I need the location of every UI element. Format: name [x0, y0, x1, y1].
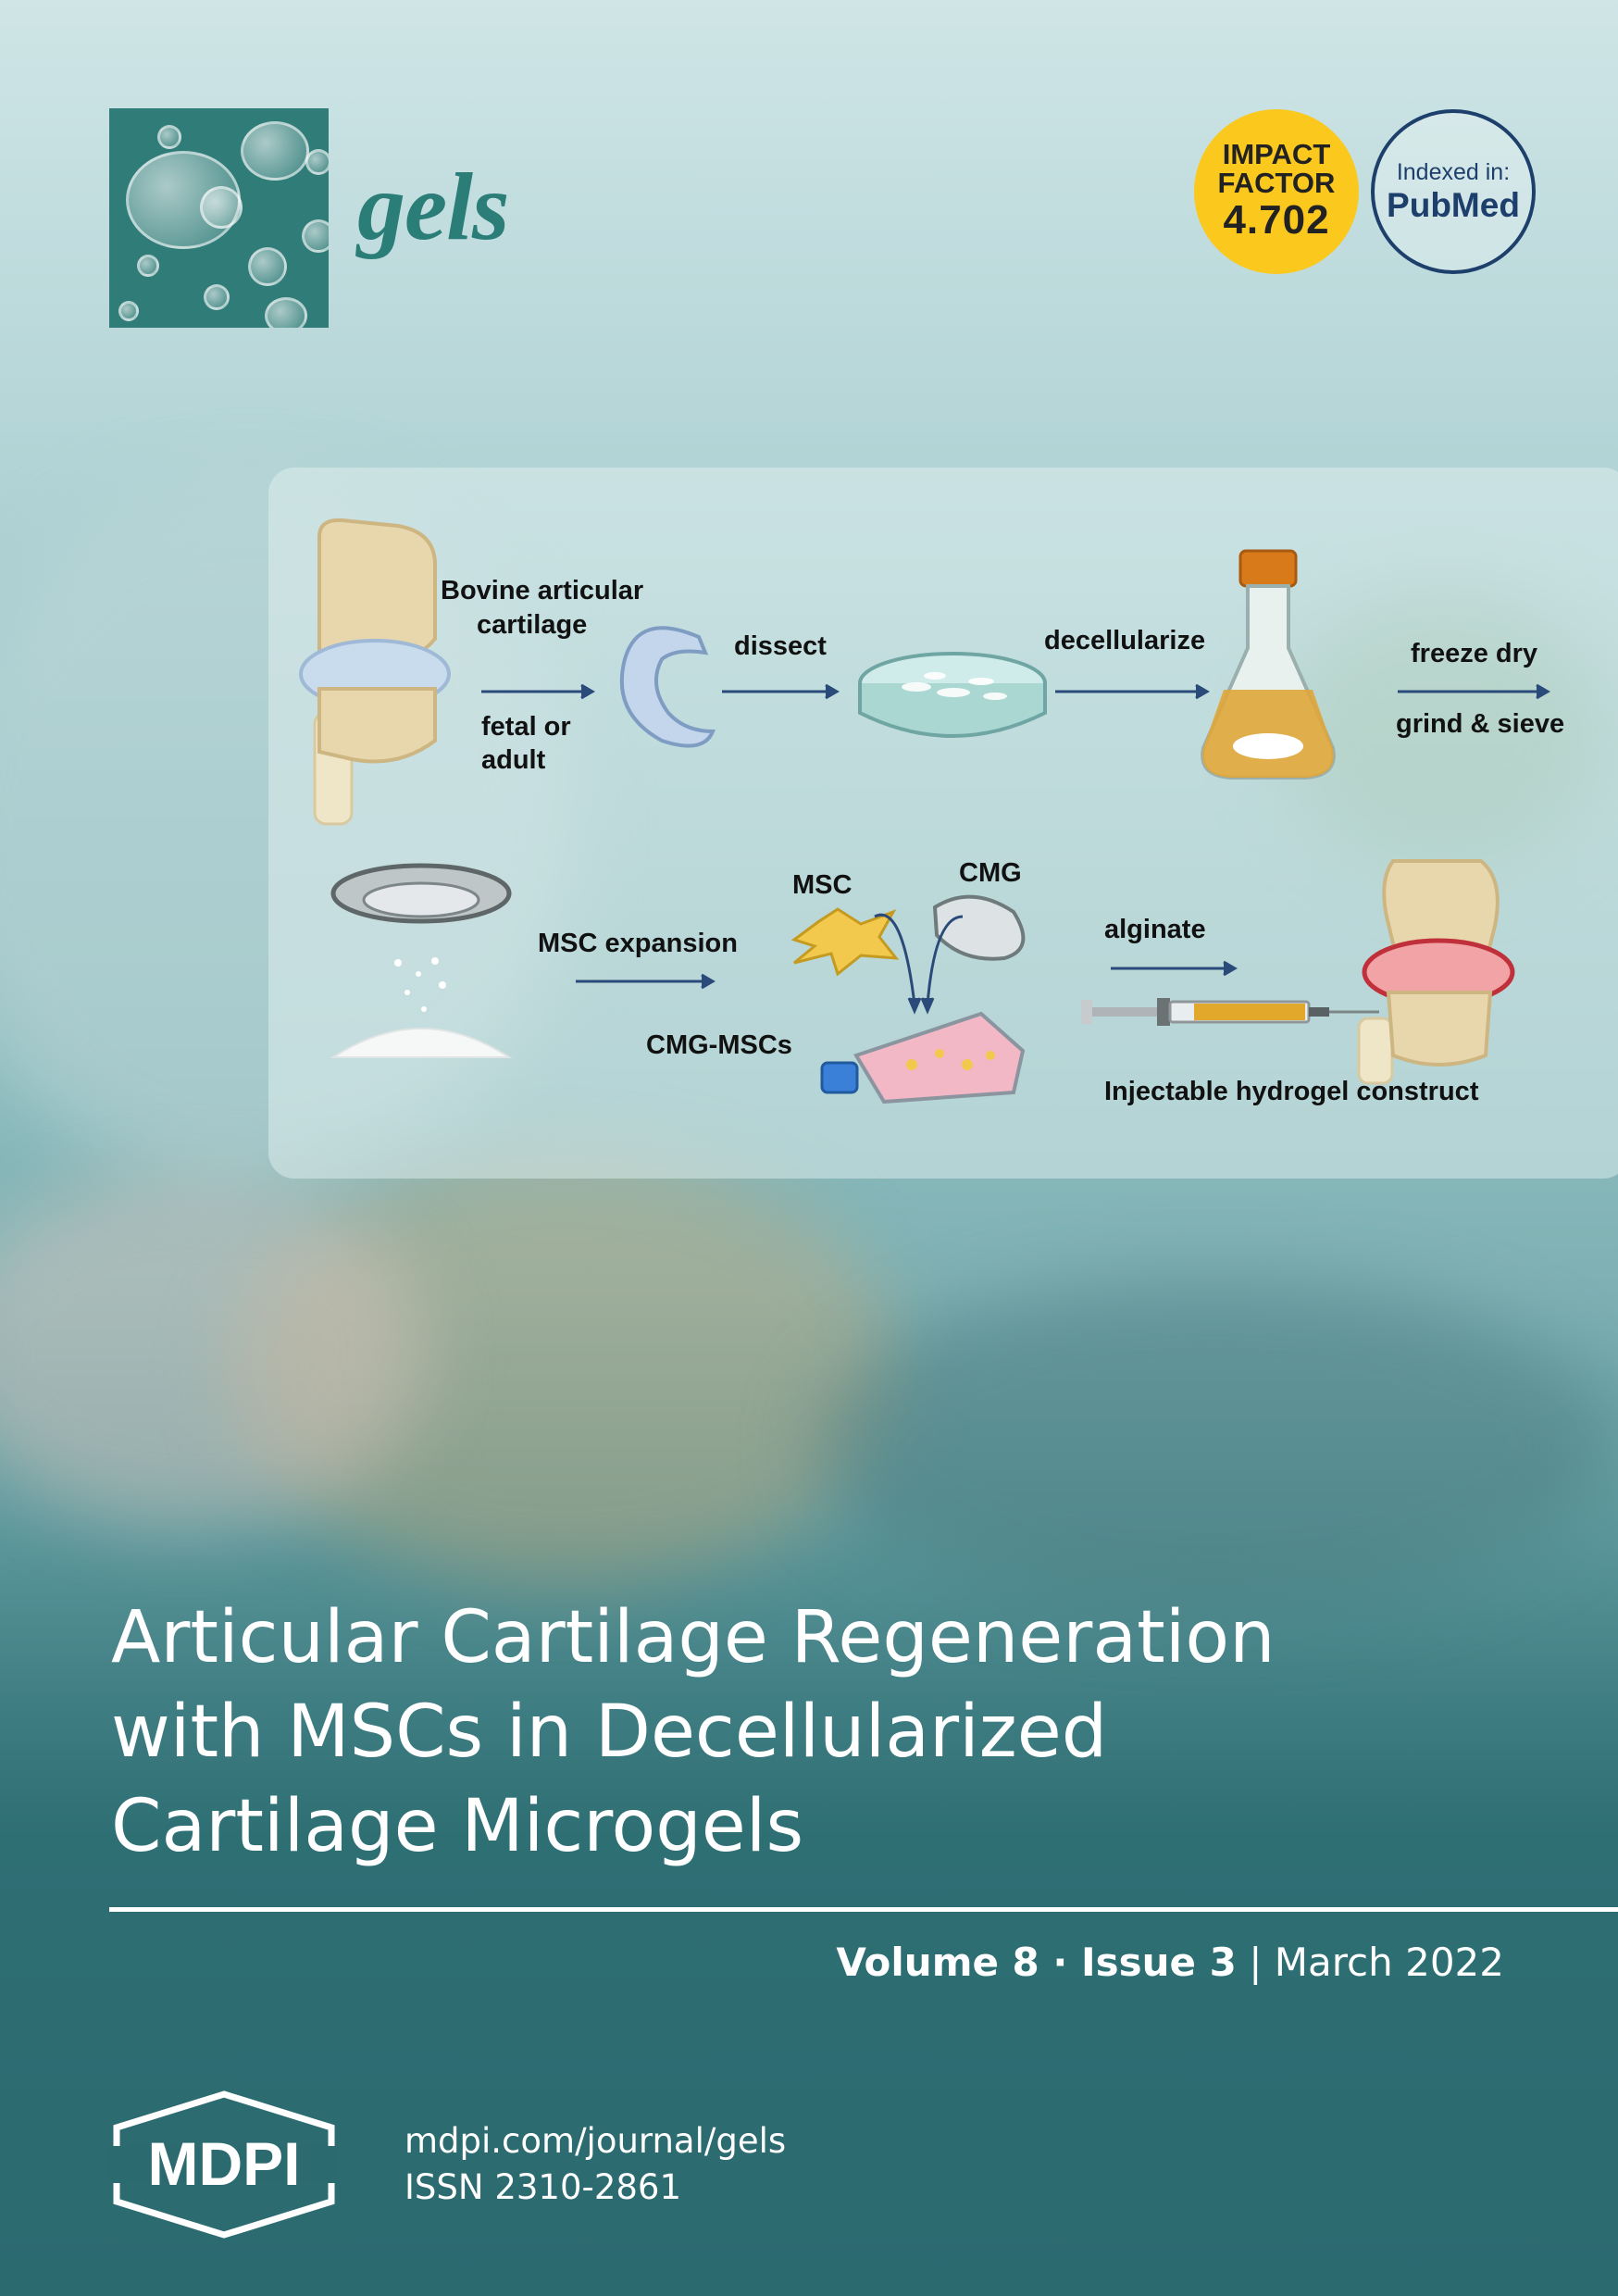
photo-blur-leg: [815, 1278, 1611, 1611]
process-arrows: [481, 683, 1550, 1015]
article-title-line3: Cartilage Microgels: [111, 1785, 804, 1868]
meniscus-icon: [619, 626, 716, 748]
label-source-line1: Bovine articular: [441, 576, 644, 605]
cmg-particle-icon: [932, 894, 1026, 961]
label-dissect: dissect: [734, 631, 827, 661]
msc-cell-icon: [790, 907, 900, 977]
article-title-line2: with MSCs in Decellularized: [111, 1691, 1108, 1774]
label-age-line1: fetal or: [481, 712, 571, 742]
flask-icon: [1201, 549, 1336, 780]
issue-volume: Volume 8: [836, 1940, 1039, 1985]
impact-factor-value: 4.702: [1223, 197, 1330, 243]
journal-logo-square: [109, 108, 329, 328]
label-msc-expansion: MSC expansion: [538, 929, 738, 958]
label-cmg-mscs: CMG-MSCs: [646, 1030, 792, 1060]
syringe-icon: [1081, 998, 1379, 1026]
journal-url[interactable]: mdpi.com/journal/gels: [404, 2121, 787, 2161]
journal-name: gels: [357, 154, 510, 260]
label-decellularize: decellularize: [1044, 626, 1206, 655]
title-divider: [109, 1907, 1618, 1912]
label-age-line2: adult: [481, 745, 546, 775]
mdpi-logo-text: MDPI: [148, 2129, 301, 2198]
label-freeze-dry: freeze dry: [1411, 639, 1538, 668]
issue-divider: |: [1236, 1940, 1275, 1985]
sieve-icon: [330, 863, 513, 1058]
photo-blur-hand: [0, 1176, 426, 1528]
label-grind-sieve: grind & sieve: [1396, 709, 1565, 739]
knee-joint-icon: [299, 518, 451, 826]
impact-factor-badge: IMPACT FACTOR 4.702: [1194, 109, 1359, 274]
impact-factor-line1: IMPACT: [1222, 138, 1331, 170]
article-title-line1: Articular Cartilage Regeneration: [111, 1596, 1276, 1679]
label-msc: MSC: [792, 870, 853, 900]
culture-flask-icon: [820, 1011, 1026, 1104]
pubmed-label: PubMed: [1387, 185, 1520, 224]
mdpi-logo: MDPI: [109, 2090, 339, 2239]
issue-date: March 2022: [1274, 1940, 1504, 1985]
issue-number: Issue 3: [1081, 1940, 1237, 1985]
article-title: Articular Cartilage Regeneration with MS…: [111, 1591, 1500, 1874]
label-cmg: CMG: [959, 858, 1022, 888]
label-injectable-hydrogel: Injectable hydrogel construct: [1104, 1077, 1479, 1106]
journal-issn: ISSN 2310-2861: [404, 2167, 681, 2207]
label-alginate: alginate: [1104, 915, 1206, 944]
pubmed-badge: Indexed in: PubMed: [1371, 109, 1536, 274]
label-source-line2: cartilage: [477, 610, 588, 640]
issue-info: Volume 8 · Issue 3 | March 2022: [836, 1940, 1504, 1985]
issue-separator: ·: [1039, 1940, 1081, 1985]
photo-blur-knee: [231, 1157, 898, 1583]
impact-factor-line2: FACTOR: [1217, 167, 1336, 199]
publisher-info: mdpi.com/journal/gels ISSN 2310-2861: [404, 2118, 786, 2211]
inflamed-knee-icon: [1357, 859, 1515, 1085]
pubmed-indexed-label: Indexed in:: [1396, 158, 1511, 185]
petri-dish-icon: [858, 652, 1047, 738]
